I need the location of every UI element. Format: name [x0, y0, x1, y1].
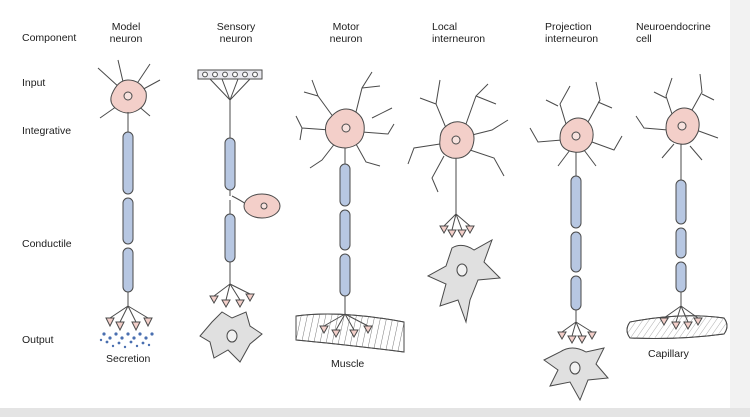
label-secretion: Secretion [106, 353, 150, 365]
model-neuron [98, 60, 160, 348]
column-header-line: interneuron [545, 33, 598, 45]
motor-neuron [296, 72, 404, 352]
local-interneuron [408, 80, 508, 322]
column-header-line: Local [432, 21, 485, 33]
column-header-line: Model [110, 21, 143, 33]
label-capillary: Capillary [648, 348, 689, 360]
projection-interneuron-axon-segment [571, 276, 581, 310]
column-header-model-neuron: Model neuron [110, 21, 143, 45]
sensory-neuron [198, 70, 280, 362]
model-neuron-axon-segment [123, 248, 133, 292]
column-header-line: Sensory [217, 21, 256, 33]
column-header-line: interneuron [432, 33, 485, 45]
secretion-granules [100, 332, 154, 348]
neuroendocrine-axon-segment [676, 180, 686, 224]
column-header-line: neuron [330, 33, 363, 45]
motor-neuron-axon-segment [340, 254, 350, 296]
model-neuron-axon-segment [123, 132, 133, 194]
column-header-line: cell [636, 33, 711, 45]
column-header-line: Neuroendocrine [636, 21, 711, 33]
projection-interneuron [530, 82, 622, 400]
model-neuron-axon-segment [123, 198, 133, 244]
row-label-component: Component [22, 32, 76, 44]
sensory-neuron-axon-segment [225, 214, 235, 262]
projection-interneuron-axon-segment [571, 232, 581, 272]
column-header-motor-neuron: Motor neuron [330, 21, 363, 45]
projection-interneuron-axon-segment [571, 176, 581, 228]
neuroendocrine-axon-segment [676, 262, 686, 292]
row-label-input: Input [22, 77, 45, 89]
neuroendocrine-axon-segment [676, 228, 686, 258]
label-muscle: Muscle [331, 358, 364, 370]
row-label-conductile: Conductile [22, 238, 72, 250]
local-interneuron-target-cell [428, 240, 500, 322]
column-header-neuroendocrine-cell: Neuroendocrine cell [636, 21, 711, 45]
column-header-sensory-neuron: Sensory neuron [217, 21, 256, 45]
column-header-projection-interneuron: Projection interneuron [545, 21, 598, 45]
column-header-line: Motor [330, 21, 363, 33]
column-header-line: neuron [217, 33, 256, 45]
column-header-line: neuron [110, 33, 143, 45]
page-bottom-edge [0, 408, 750, 417]
sensory-neuron-axon-segment [225, 138, 235, 190]
motor-neuron-axon-segment [340, 164, 350, 206]
column-header-local-interneuron: Local interneuron [432, 21, 485, 45]
row-label-integrative: Integrative [22, 125, 71, 137]
motor-neuron-axon-segment [340, 210, 350, 250]
row-label-output: Output [22, 334, 54, 346]
neuroendocrine-cell [627, 74, 727, 339]
column-header-line: Projection [545, 21, 598, 33]
page-edge [730, 0, 750, 417]
